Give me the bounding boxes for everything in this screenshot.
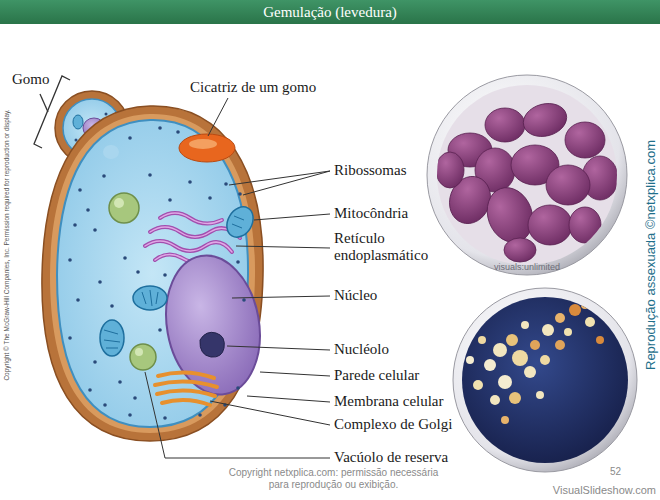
part-label: Retículo endoplasmático — [334, 230, 452, 265]
yeast-photo — [427, 75, 627, 275]
mitochondria — [100, 202, 258, 356]
part-label: Complexo de Golgi — [334, 416, 452, 433]
footer-note: Copyright netxplica.com: permissão neces… — [226, 467, 441, 490]
endoplasmic-reticulum — [145, 213, 240, 263]
page-number: 52 — [610, 466, 621, 478]
part-label: Nucléolo — [334, 341, 389, 358]
part-label: Membrana celular — [334, 393, 444, 410]
bud-scar-highlight — [189, 139, 217, 149]
ribosomes — [68, 126, 246, 420]
nucleus — [156, 248, 271, 402]
vacuoles — [109, 193, 156, 370]
part-label: Mitocôndria — [334, 205, 408, 222]
part-label: Gomo — [12, 71, 50, 88]
bud-scar — [179, 134, 235, 162]
site-credit: VisualSlideshow.com — [553, 484, 656, 497]
copyright-note: Copyright © The McGraw-Hill Companies, I… — [3, 109, 10, 380]
colony-photo — [453, 288, 637, 472]
side-note: Reprodução assexuada ©netxplica.com — [644, 140, 659, 370]
leader-lines — [145, 98, 330, 458]
slide-title: Gemulação (levedura) — [0, 0, 660, 24]
part-label: Vacúolo de reserva — [334, 449, 448, 466]
part-label: Núcleo — [334, 287, 377, 304]
golgi-complex — [155, 372, 217, 405]
part-label: Parede celular — [334, 367, 419, 384]
watermark: visuals:unlimited — [494, 262, 560, 272]
part-label: Cicatriz de um gomo — [190, 79, 316, 96]
bud-neck — [103, 145, 119, 159]
part-label: Ribossomas — [334, 162, 407, 179]
nucleolus — [200, 332, 224, 357]
title-bar: Gemulação (levedura) — [0, 0, 660, 24]
